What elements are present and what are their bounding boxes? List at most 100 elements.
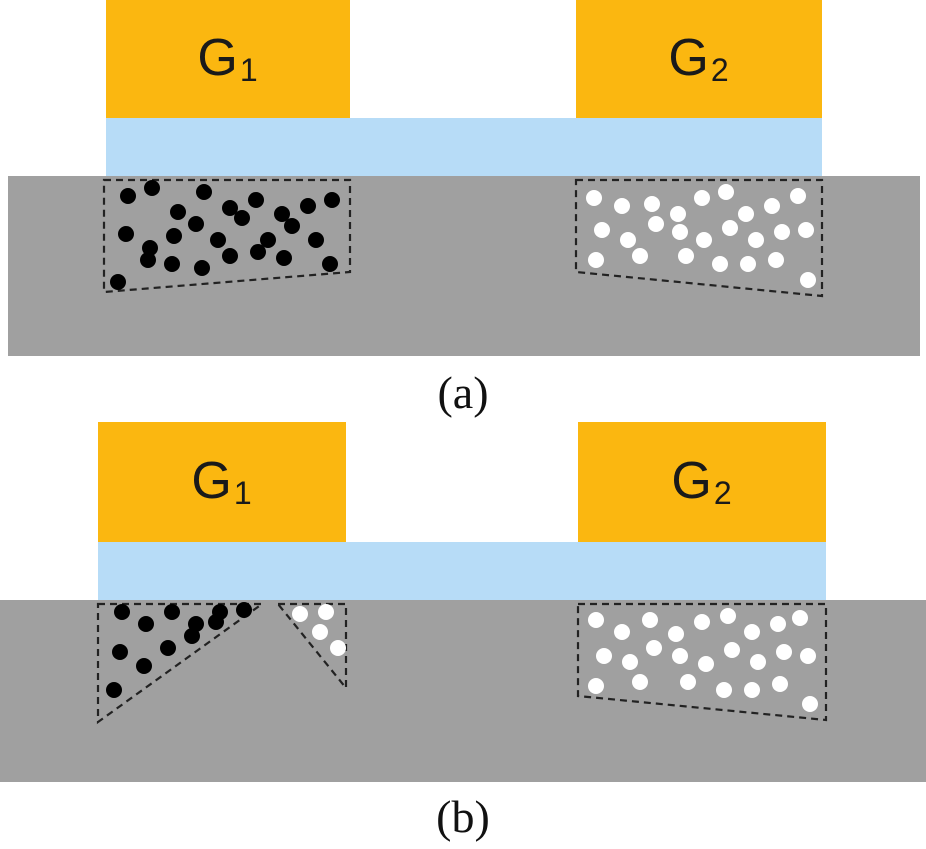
hole-dot xyxy=(680,674,696,690)
caption-a: (a) xyxy=(437,367,489,418)
hole-dot xyxy=(802,696,818,712)
hole-dot xyxy=(720,608,736,624)
hole-dots-b-middle xyxy=(292,604,346,656)
electron-dot xyxy=(110,274,126,290)
hole-dots-b xyxy=(588,608,818,712)
electron-dot xyxy=(140,252,156,268)
doped-region-middle-b xyxy=(275,602,348,692)
hole-dot xyxy=(642,612,658,628)
electron-dot xyxy=(284,218,300,234)
hole-dot xyxy=(330,640,346,656)
hole-dot xyxy=(622,654,638,670)
electron-dot xyxy=(194,260,210,276)
hole-dot xyxy=(744,682,760,698)
gate-g2-b: G2 xyxy=(578,422,826,542)
hole-dot xyxy=(632,248,648,264)
hole-dot xyxy=(318,604,334,620)
hole-dot xyxy=(670,206,686,222)
oxide-layer-a xyxy=(106,118,822,176)
electron-dot xyxy=(208,614,224,630)
gate-g2-label-a: G2 xyxy=(668,29,730,88)
doped-region-g1-a xyxy=(102,178,352,294)
electron-dot xyxy=(136,658,152,674)
hole-dot xyxy=(792,610,808,626)
hole-dot xyxy=(292,606,308,622)
electron-dot xyxy=(160,640,176,656)
hole-dot xyxy=(596,648,612,664)
electron-dot xyxy=(106,682,122,698)
doped-region-g2-b xyxy=(576,602,828,722)
hole-dot xyxy=(712,256,728,272)
hole-dot xyxy=(798,222,814,238)
hole-dot xyxy=(772,676,788,692)
electron-dot xyxy=(112,644,128,660)
hole-dot xyxy=(748,232,764,248)
gate-g1-b: G1 xyxy=(98,422,346,542)
hole-dot xyxy=(800,272,816,288)
hole-dot xyxy=(646,640,662,656)
hole-dot xyxy=(800,648,816,664)
electron-dot xyxy=(236,602,252,618)
electron-dot xyxy=(164,256,180,272)
electron-dot xyxy=(234,210,250,226)
hole-dot xyxy=(588,612,604,628)
hole-dot xyxy=(696,232,712,248)
doped-region-g1-b xyxy=(96,602,266,725)
electron-dot xyxy=(170,204,186,220)
electron-dot xyxy=(144,180,160,196)
electron-dot xyxy=(118,226,134,242)
electron-dot xyxy=(184,628,200,644)
electron-dot xyxy=(114,604,130,620)
hole-dot xyxy=(718,184,734,200)
electron-dot xyxy=(322,256,338,272)
caption-b: (b) xyxy=(436,791,490,842)
hole-dot xyxy=(312,624,328,640)
hole-dot xyxy=(776,644,792,660)
electron-dot xyxy=(260,232,276,248)
electron-dot xyxy=(248,192,264,208)
electron-dot xyxy=(120,188,136,204)
electron-dot xyxy=(138,616,154,632)
hole-dot xyxy=(614,198,630,214)
electron-dot xyxy=(222,248,238,264)
electron-dots-b xyxy=(106,602,252,698)
hole-dot xyxy=(694,190,710,206)
electron-dot xyxy=(164,604,180,620)
electron-dot xyxy=(324,192,340,208)
hole-dot xyxy=(744,624,760,640)
hole-dot xyxy=(694,614,710,630)
electron-dot xyxy=(210,232,226,248)
gate-g1-label-a: G1 xyxy=(197,29,259,88)
hole-dot xyxy=(724,642,740,658)
hole-dot xyxy=(764,198,780,214)
doped-region-g2-a xyxy=(574,178,824,298)
hole-dot xyxy=(586,190,602,206)
hole-dot xyxy=(644,196,660,212)
hole-dot xyxy=(678,248,694,264)
hole-dot xyxy=(790,188,806,204)
hole-dot xyxy=(768,252,784,268)
electron-dot xyxy=(188,216,204,232)
gate-g1-label-b: G1 xyxy=(191,452,253,511)
hole-dot xyxy=(668,626,684,642)
substrate-b xyxy=(0,600,926,782)
electron-dot xyxy=(300,198,316,214)
hole-dot xyxy=(770,616,786,632)
hole-dot xyxy=(594,222,610,238)
gate-g1-a: G1 xyxy=(106,0,350,118)
oxide-layer-b xyxy=(98,542,826,600)
electron-dot xyxy=(274,206,290,222)
electron-dot xyxy=(250,244,266,260)
hole-dot xyxy=(774,224,790,240)
hole-dot xyxy=(716,682,732,698)
hole-dot xyxy=(698,656,714,672)
hole-dot xyxy=(738,206,754,222)
hole-dot xyxy=(620,232,636,248)
hole-dots-a xyxy=(586,184,816,288)
hole-dot xyxy=(588,252,604,268)
hole-dot xyxy=(632,674,648,690)
hole-dot xyxy=(740,256,756,272)
electron-dot xyxy=(142,240,158,256)
hole-dot xyxy=(614,624,630,640)
